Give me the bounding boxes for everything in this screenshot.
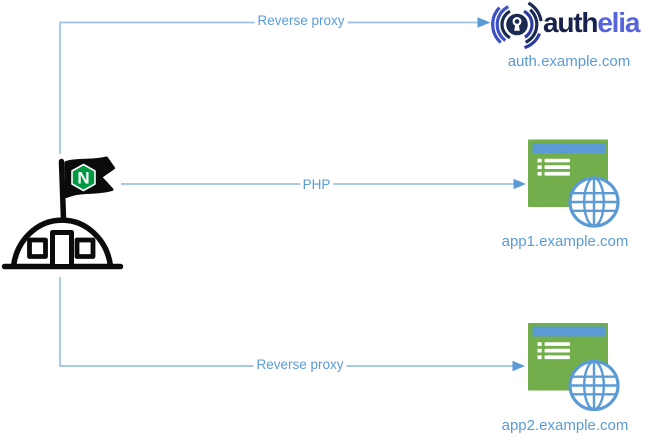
app2-domain-label: app2.example.com bbox=[501, 416, 629, 434]
connection-label-php: PHP bbox=[299, 177, 334, 193]
nginx-letter: N bbox=[77, 169, 89, 188]
authelia-wordmark: authelia bbox=[543, 7, 640, 38]
arrowhead-authelia bbox=[477, 17, 491, 28]
auth-domain-label: auth.example.com bbox=[507, 53, 631, 70]
window-left bbox=[27, 237, 48, 259]
connector-reverse-proxy-app2 bbox=[59, 277, 525, 372]
connection-label-reverse-proxy-app2: Reverse proxy bbox=[253, 356, 347, 373]
door bbox=[50, 230, 74, 269]
app1-window-icon bbox=[526, 137, 620, 228]
authelia-wordmark-suffix: elia bbox=[597, 7, 640, 38]
app1-domain-label: app1.example.com bbox=[501, 232, 629, 250]
connection-label-reverse-proxy-auth: Reverse proxy bbox=[254, 12, 348, 29]
arrowhead-app2 bbox=[512, 360, 525, 372]
authelia-logo-icon bbox=[491, 1, 543, 50]
nginx-hexagon bbox=[71, 163, 96, 192]
nginx-server-icon: N bbox=[1, 156, 124, 270]
connector-reverse-proxy-authelia bbox=[59, 17, 491, 154]
flagpole bbox=[58, 158, 67, 222]
arrowhead-app1 bbox=[513, 178, 526, 190]
authelia-wordmark-prefix: auth bbox=[543, 7, 599, 38]
keyhole-stem bbox=[514, 24, 520, 31]
app2-window-icon bbox=[526, 321, 620, 412]
window-right bbox=[74, 237, 96, 259]
